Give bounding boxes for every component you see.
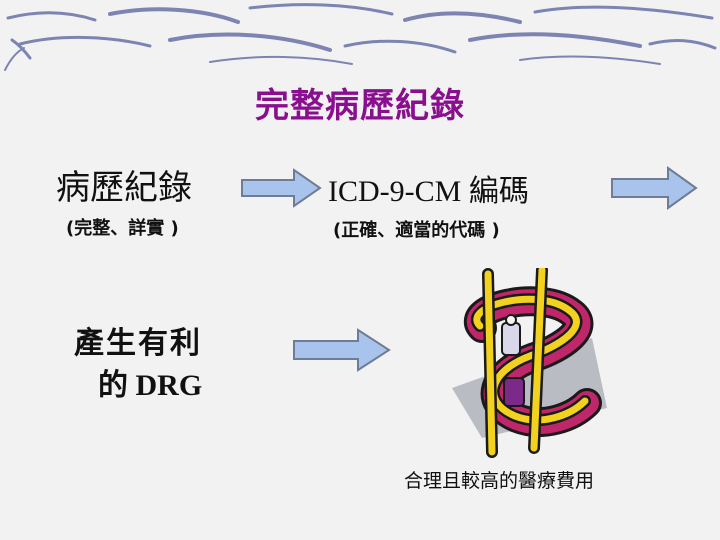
caption-reasonable-fees: 合理且較高的醫療費用 — [404, 470, 595, 492]
arrow-step1-to-step2 — [241, 168, 322, 208]
arrow-step2-next — [611, 166, 698, 210]
dollar-sign-clipart-icon — [452, 268, 607, 458]
step3-label-line1: 產生有利 — [74, 326, 202, 361]
step2-sublabel: (正確、適當的代碼 ) — [333, 220, 500, 241]
slide-title: 完整病歷紀錄 — [255, 86, 465, 126]
step1-sublabel: (完整、詳實 ) — [66, 218, 179, 239]
step3-label-line2: 的 DRG — [98, 369, 203, 402]
step2-label: ICD-9-CM 編碼 — [328, 175, 529, 208]
arrow-step3-to-money — [293, 328, 391, 372]
step1-label: 病歷紀錄 — [56, 168, 192, 208]
